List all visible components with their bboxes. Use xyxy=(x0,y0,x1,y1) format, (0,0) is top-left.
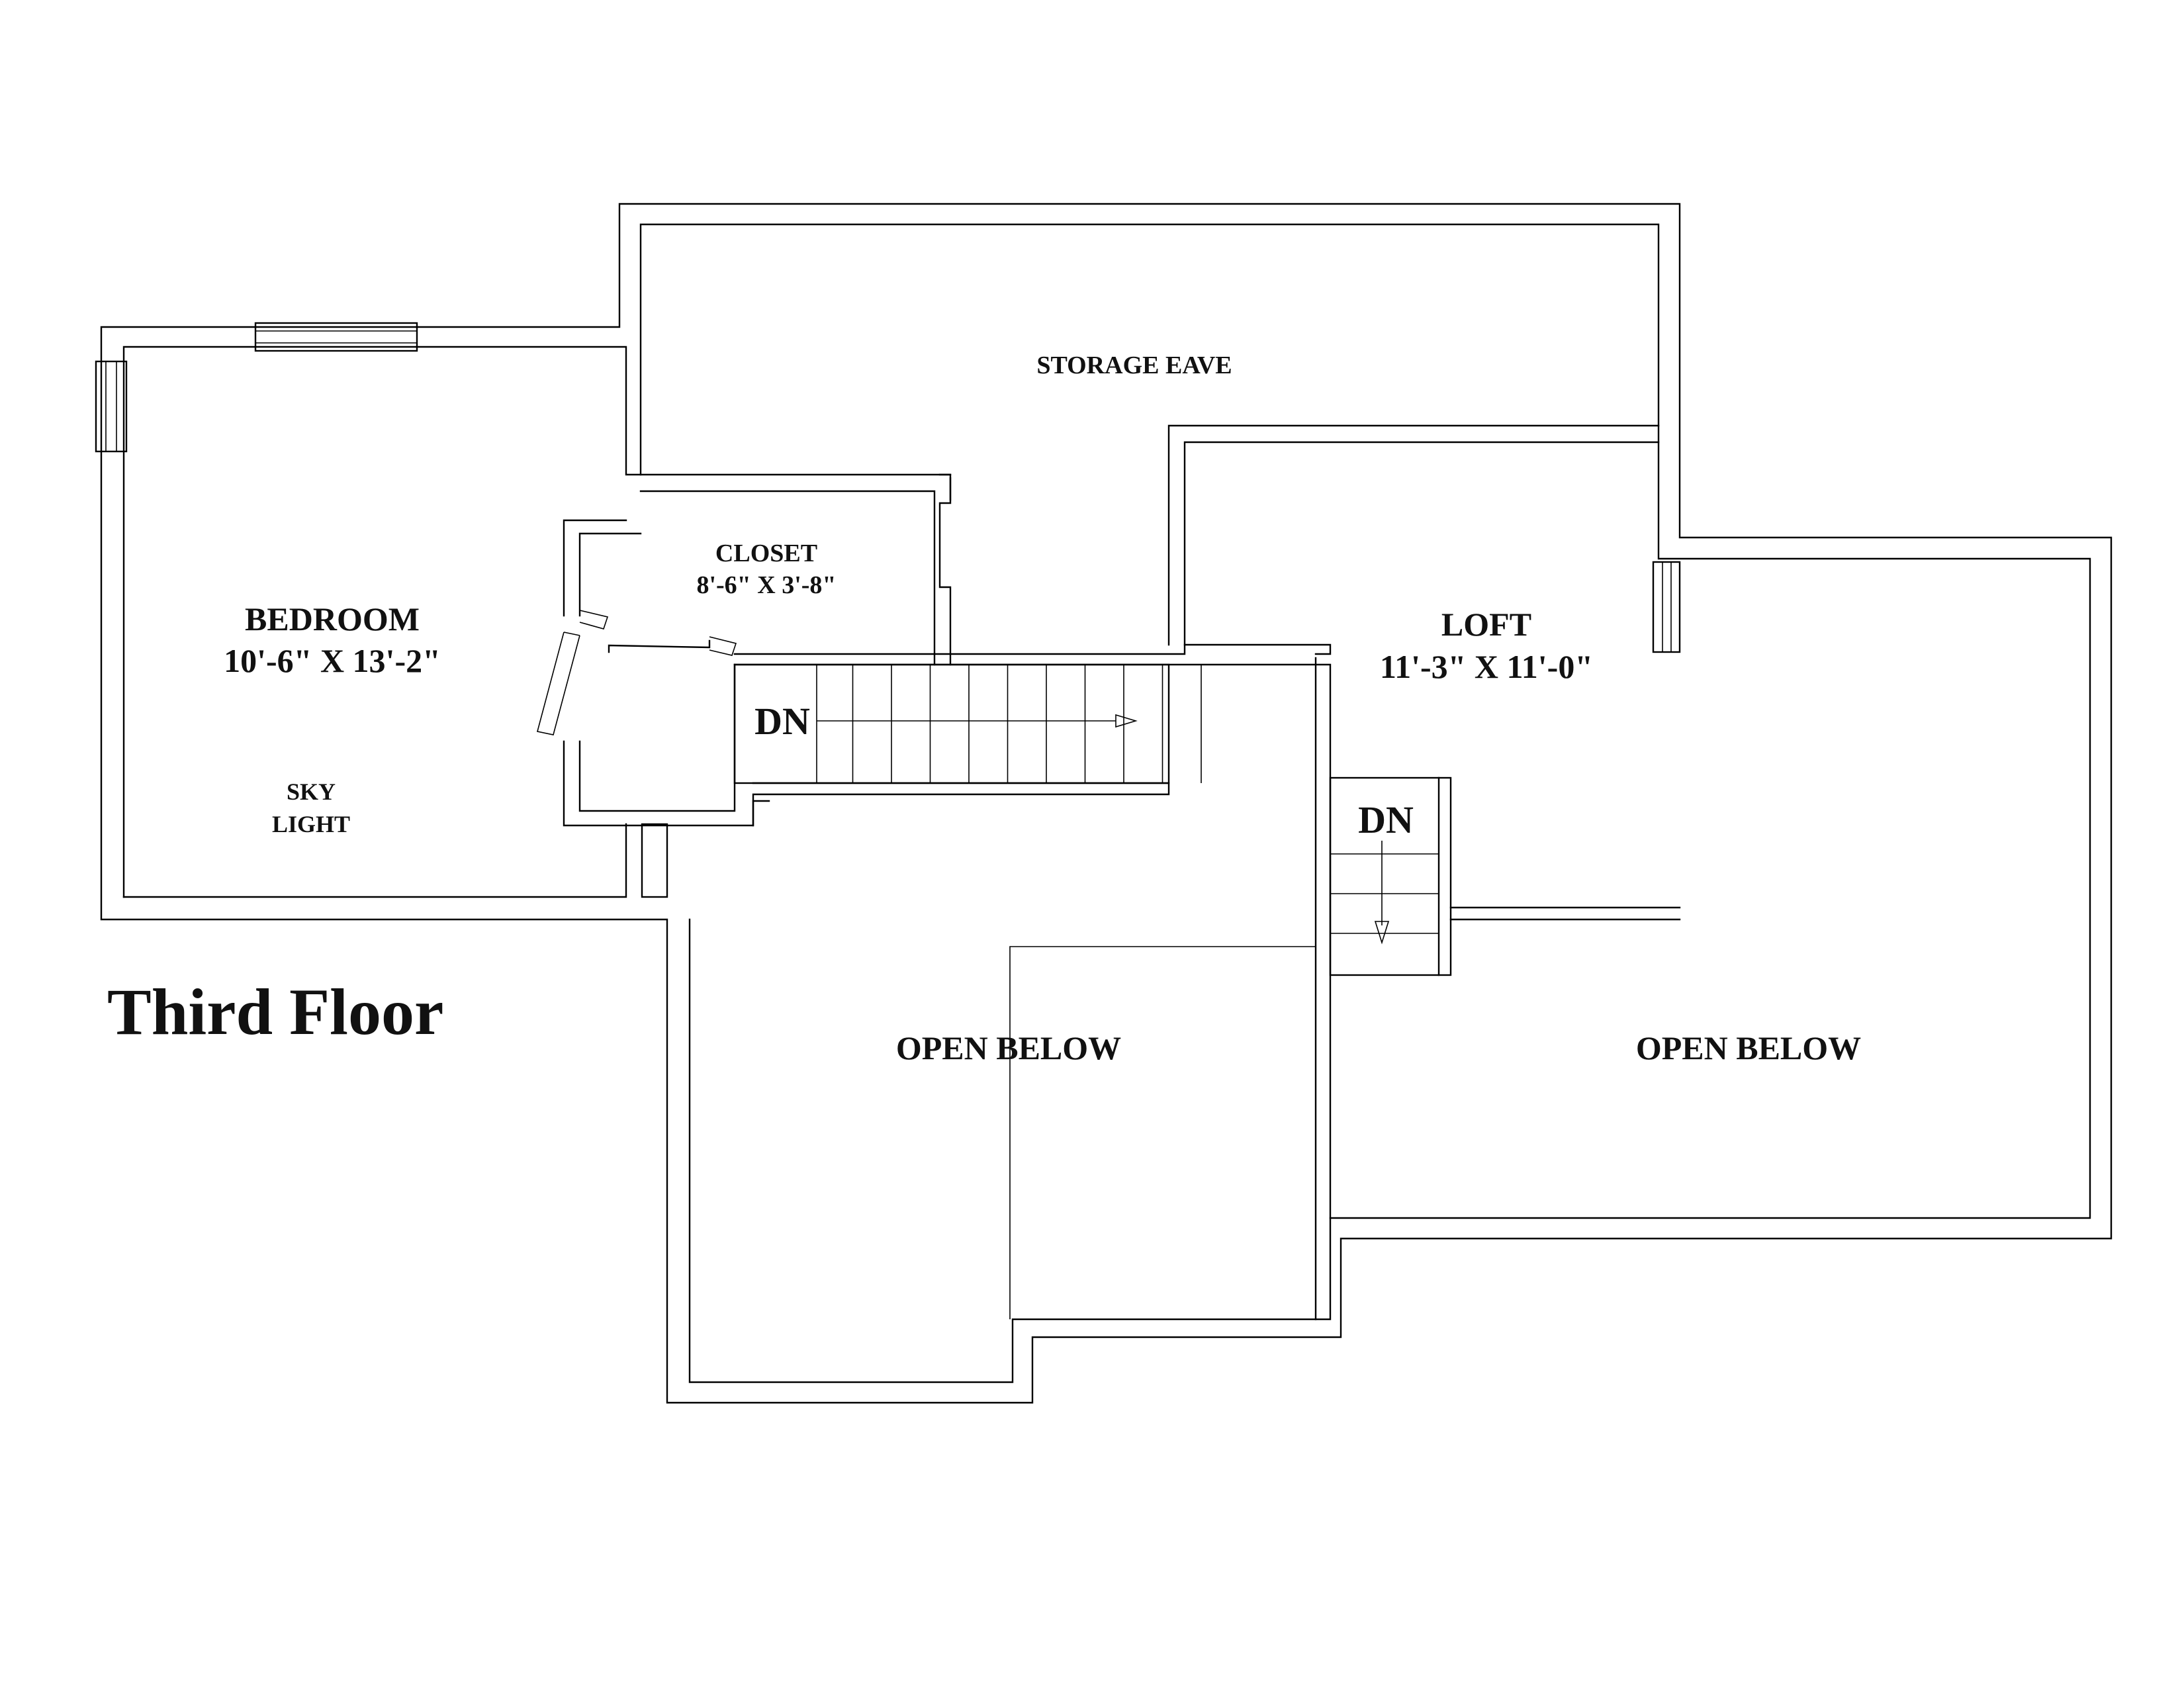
bedroom-name: BEDROOM xyxy=(245,600,420,637)
exterior-walls xyxy=(100,203,2113,1404)
main-stair xyxy=(733,663,1202,784)
loft-name: LOFT xyxy=(1441,606,1531,643)
open-below-left-label: OPEN BELOW xyxy=(896,1029,1121,1066)
loft-stair-down-label: DN xyxy=(1358,798,1414,841)
storage-eave-label: STORAGE EAVE xyxy=(1036,352,1232,379)
skylight-line1: SKY xyxy=(287,778,336,805)
bedroom-size: 10'-6" X 13'-2" xyxy=(224,642,441,679)
room-labels: BEDROOM 10'-6" X 13'-2" SKY LIGHT STORAG… xyxy=(224,352,1861,1066)
main-stair-down-label: DN xyxy=(754,700,810,743)
loft-size: 11'-3" X 11'-0" xyxy=(1380,648,1593,685)
loft-stair xyxy=(1329,776,1452,976)
windows xyxy=(95,322,1681,653)
closet-size: 8'-6" X 3'-8" xyxy=(696,571,836,599)
plan-title: Third Floor xyxy=(107,975,443,1049)
interior-walls xyxy=(122,424,1681,1321)
open-below-right-label: OPEN BELOW xyxy=(1636,1029,1861,1066)
closet-name: CLOSET xyxy=(715,539,817,567)
skylight-line2: LIGHT xyxy=(272,811,350,837)
